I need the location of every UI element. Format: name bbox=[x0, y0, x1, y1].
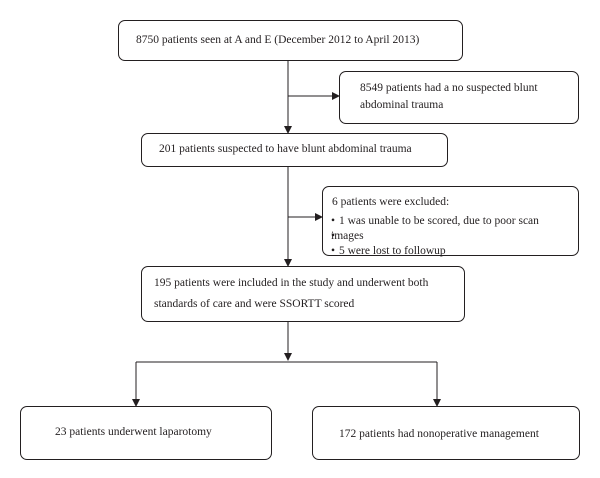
box-nonoperative: 172 patients had nonoperative management bbox=[312, 406, 580, 460]
not-suspected-line-2: abdominal trauma bbox=[360, 99, 444, 111]
box-excluded: 6 patients were excluded: 1 was unable t… bbox=[322, 186, 579, 259]
included-line-1: 195 patients were included in the study … bbox=[154, 277, 429, 289]
excluded-item-unscored: 1 was unable to be scored, due to poor s… bbox=[331, 214, 539, 229]
box-suspected: 201 patients suspected to have blunt abd… bbox=[141, 133, 448, 167]
box-patients-seen: 8750 patients seen at A and E (December … bbox=[118, 20, 463, 61]
box-included: 195 patients were included in the study … bbox=[141, 266, 465, 322]
included-line-2: standards of care and were SSORTT scored bbox=[154, 298, 355, 310]
suspected-text: 201 patients suspected to have blunt abd… bbox=[159, 143, 412, 155]
excluded-heading: 6 patients were excluded: bbox=[332, 196, 450, 208]
excluded-item-lost: 5 were lost to followup bbox=[331, 244, 539, 259]
box-laparotomy: 23 patients underwent laparotomy bbox=[20, 406, 272, 460]
nonoperative-text: 172 patients had nonoperative management bbox=[339, 428, 539, 440]
not-suspected-line-1: 8549 patients had a no suspected blunt bbox=[360, 82, 538, 94]
box-not-suspected: 8549 patients had a no suspected blunt a… bbox=[339, 71, 579, 124]
patients-seen-text: 8750 patients seen at A and E (December … bbox=[136, 34, 420, 46]
laparotomy-text: 23 patients underwent laparotomy bbox=[55, 426, 212, 438]
excluded-item-unscored-continued: images bbox=[331, 229, 539, 244]
excluded-list: 1 was unable to be scored, due to poor s… bbox=[331, 214, 539, 259]
